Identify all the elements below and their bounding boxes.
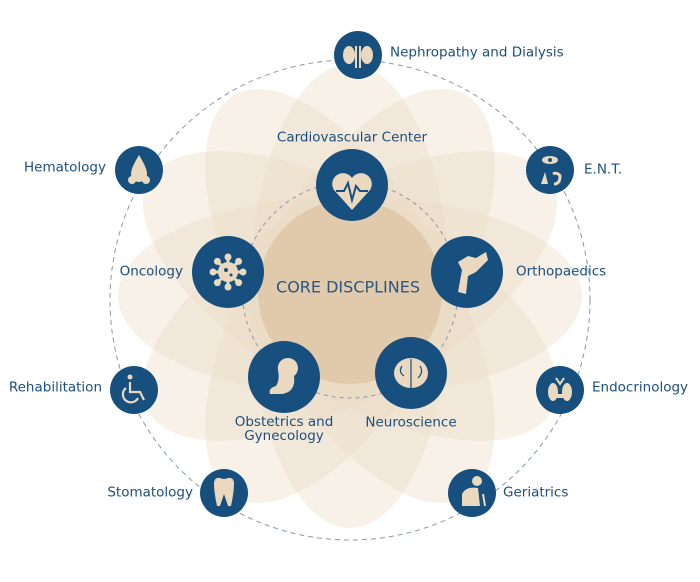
node-geriatrics[interactable]: [448, 469, 496, 517]
node-ent[interactable]: [526, 146, 574, 194]
label-obstetrics-line1: Obstetrics and: [234, 414, 334, 430]
label-rehabilitation[interactable]: Rehabilitation: [8, 379, 102, 396]
label-nephropathy[interactable]: Nephropathy and Dialysis: [390, 44, 564, 61]
fetus-icon: [269, 357, 299, 394]
bone-joint-icon: [458, 252, 488, 294]
core-center-circle: [258, 200, 442, 384]
label-orthopaedics[interactable]: Orthopaedics: [516, 263, 607, 280]
kidney-icon: [343, 46, 373, 68]
center-label: CORE DISCPLINES: [276, 277, 420, 297]
node-endocrinology[interactable]: [536, 366, 584, 414]
label-ent[interactable]: E.N.T.: [584, 161, 623, 178]
node-hematology[interactable]: [115, 146, 163, 194]
wheelchair-icon: [121, 374, 145, 404]
node-rehabilitation[interactable]: [110, 366, 158, 414]
brain-icon: [394, 358, 428, 388]
node-obstetrics[interactable]: [248, 341, 320, 413]
label-endocrinology[interactable]: Endocrinology: [592, 379, 689, 396]
node-cardiovascular[interactable]: [316, 149, 388, 221]
label-obstetrics[interactable]: Obstetrics and Gynecology: [235, 415, 334, 443]
label-geriatrics[interactable]: Geriatrics: [503, 484, 569, 501]
label-oncology[interactable]: Oncology: [119, 263, 183, 280]
tooth-icon: [214, 477, 234, 506]
elderly-person-icon: [462, 476, 486, 507]
heart-pulse-icon: [332, 173, 372, 210]
label-neuroscience[interactable]: Neuroscience: [365, 414, 457, 431]
eye-ear-nose-icon: [541, 156, 562, 186]
virus-icon: [209, 253, 247, 291]
blood-drop-icon: [128, 155, 150, 184]
outer-dashed-ring: [109, 59, 591, 541]
label-cardiovascular[interactable]: Cardiovascular Center: [276, 129, 428, 146]
node-neuroscience[interactable]: [375, 337, 447, 409]
node-stomatology[interactable]: [200, 469, 248, 517]
thyroid-icon: [548, 377, 572, 401]
label-hematology[interactable]: Hematology: [23, 159, 106, 176]
node-orthopaedics[interactable]: [431, 236, 503, 308]
node-nephropathy[interactable]: [334, 31, 382, 79]
label-obstetrics-line2: Gynecology: [244, 428, 324, 444]
node-oncology[interactable]: [192, 236, 264, 308]
label-stomatology[interactable]: Stomatology: [107, 484, 193, 501]
